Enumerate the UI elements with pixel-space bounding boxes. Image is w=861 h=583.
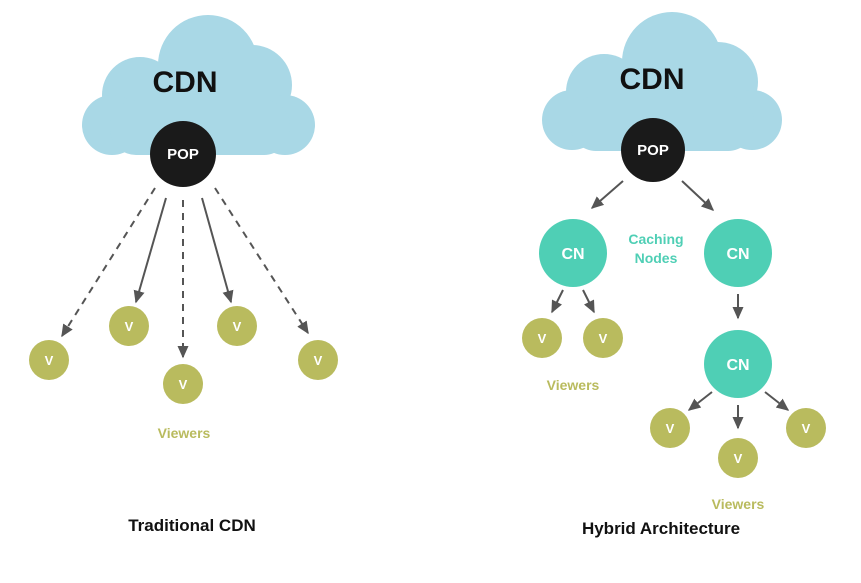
right-cloud-label: CDN xyxy=(620,63,685,96)
left-pop-label: POP xyxy=(167,146,199,163)
right-caption: Hybrid Architecture xyxy=(582,519,740,538)
arrow-solid xyxy=(133,197,167,304)
arrow-cn-to-viewer xyxy=(764,391,790,411)
viewer-node: V xyxy=(298,340,338,380)
left-arrows xyxy=(61,187,309,359)
caching-node: CN xyxy=(539,219,607,287)
caching-node: CN xyxy=(704,219,772,287)
arrow-solid xyxy=(201,197,234,304)
viewer-label: V xyxy=(538,331,547,346)
traditional-cdn-diagram: CDN POP V V V V V xyxy=(29,15,338,535)
arrow-cn-to-viewer xyxy=(582,289,595,314)
right-viewers-label-bottom: Viewers xyxy=(712,496,765,512)
arrow-dashed xyxy=(214,187,309,335)
viewer-label: V xyxy=(666,421,675,436)
caching-node-label: CN xyxy=(561,246,584,263)
hybrid-architecture-diagram: CDN POP CN CN CN Caching Nodes xyxy=(522,12,826,538)
arrow-pop-to-cn-right xyxy=(681,180,715,211)
viewer-node: V xyxy=(522,318,562,358)
right-arrows xyxy=(551,180,790,430)
caching-nodes-label-line1: Caching xyxy=(628,231,683,247)
viewer-node: V xyxy=(786,408,826,448)
caching-nodes-label-line2: Nodes xyxy=(635,250,678,266)
arrow-cn-to-viewer xyxy=(551,289,564,314)
viewer-label: V xyxy=(233,319,242,334)
right-viewers-label-left: Viewers xyxy=(547,377,600,393)
arrow-dashed xyxy=(61,187,156,338)
viewer-label: V xyxy=(802,421,811,436)
viewer-node: V xyxy=(163,364,203,404)
viewer-label: V xyxy=(125,319,134,334)
left-caption: Traditional CDN xyxy=(128,516,256,535)
viewer-node: V xyxy=(650,408,690,448)
arrow-pop-to-cn-left xyxy=(590,180,624,209)
viewer-label: V xyxy=(599,331,608,346)
viewer-label: V xyxy=(179,377,188,392)
caching-node: CN xyxy=(704,330,772,398)
viewer-label: V xyxy=(314,353,323,368)
viewer-node: V xyxy=(109,306,149,346)
right-pop-label: POP xyxy=(637,142,669,159)
left-viewers-label: Viewers xyxy=(158,425,211,441)
right-pop-node: POP xyxy=(621,118,685,182)
viewer-node: V xyxy=(718,438,758,478)
viewer-node: V xyxy=(583,318,623,358)
viewer-node: V xyxy=(217,306,257,346)
caching-node-label: CN xyxy=(726,357,749,374)
arrow-cn-to-viewer xyxy=(687,391,713,411)
viewer-label: V xyxy=(734,451,743,466)
left-pop-node: POP xyxy=(150,121,216,187)
left-cloud-label: CDN xyxy=(153,66,218,99)
right-cdn-cloud xyxy=(542,12,782,151)
viewer-label: V xyxy=(45,353,54,368)
caching-node-label: CN xyxy=(726,246,749,263)
viewer-node: V xyxy=(29,340,69,380)
